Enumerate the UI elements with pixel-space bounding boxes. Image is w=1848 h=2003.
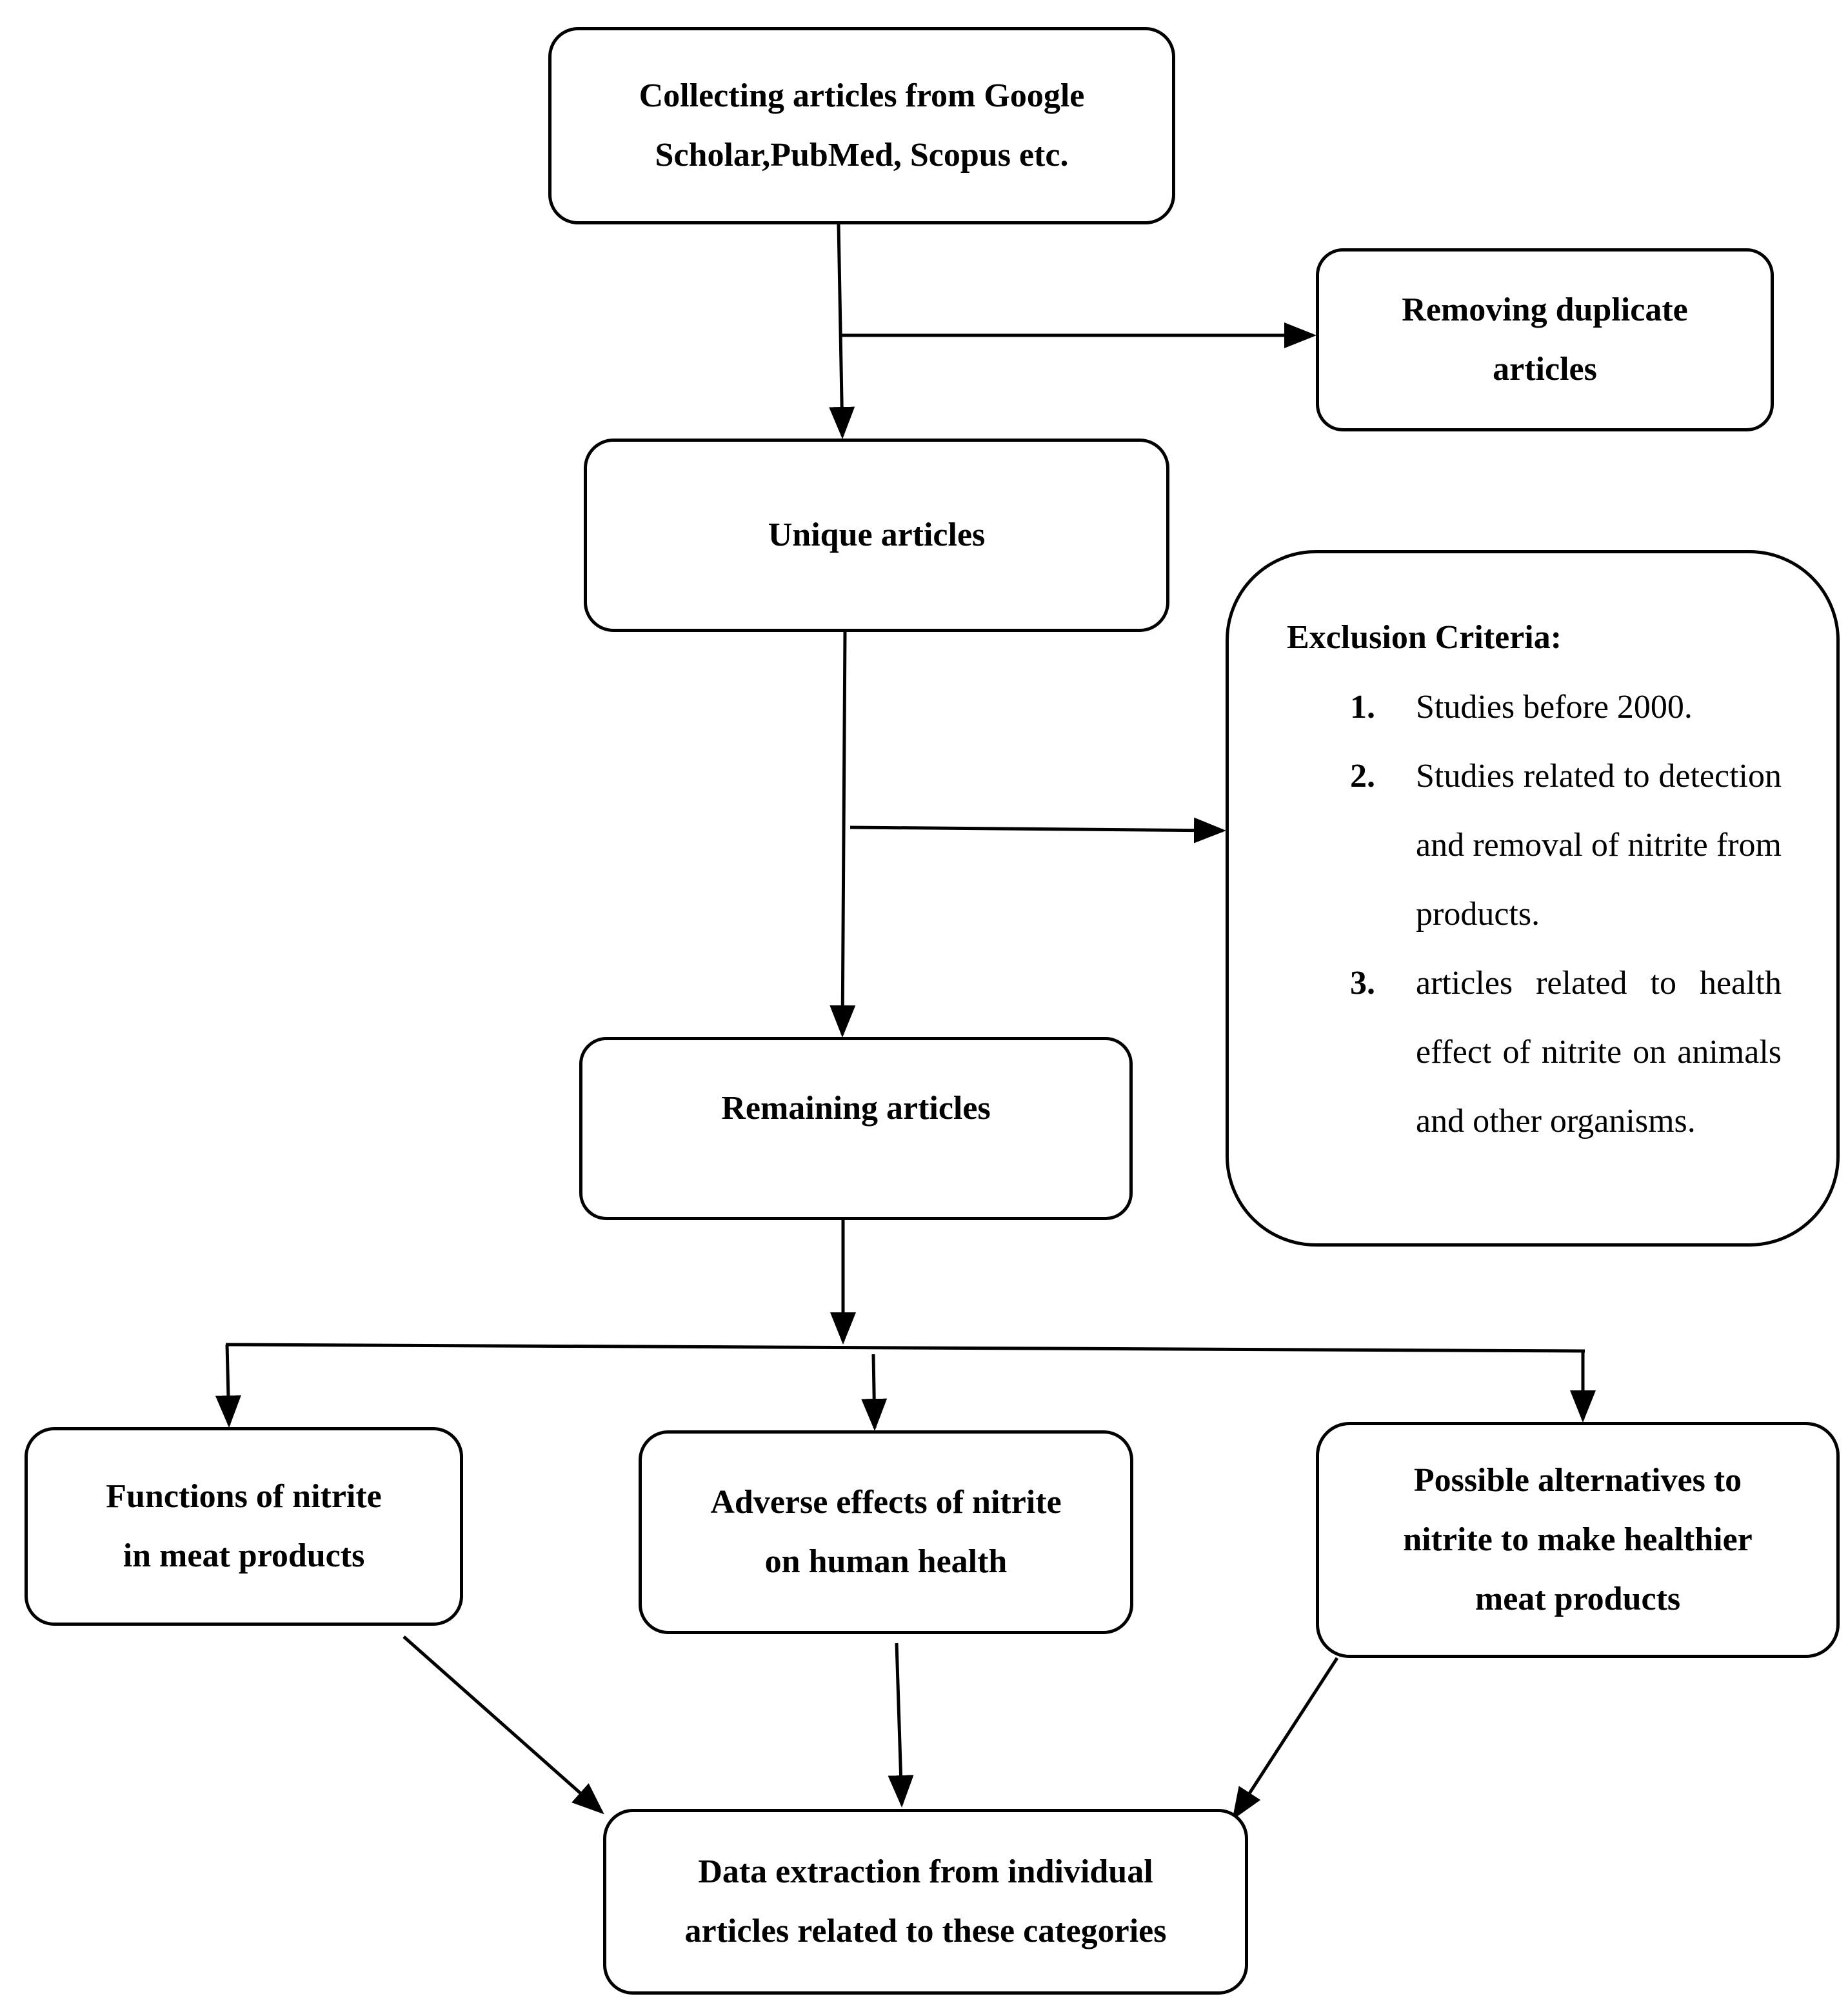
- remove-duplicates-box: Removing duplicate articles: [1316, 248, 1774, 431]
- adverse-effects-box: Adverse effects of nitrite on human heal…: [639, 1430, 1133, 1634]
- possible-alternatives-label: Possible alternatives to nitrite to make…: [1403, 1462, 1753, 1617]
- remove-duplicates-label: Removing duplicate articles: [1402, 291, 1688, 388]
- arrow-adverse-to-extraction: [888, 1643, 914, 1808]
- unique-articles-label: Unique articles: [768, 517, 986, 553]
- arrow-collect-to-unique: [829, 224, 855, 439]
- arrow-functions-to-extraction: [402, 1635, 604, 1815]
- exclusion-item-number: 1.: [1350, 689, 1375, 725]
- exclusion-item-text: Studies before 2000.: [1416, 689, 1693, 725]
- exclusion-item: 1. Studies before 2000.: [1287, 673, 1782, 742]
- arrow-branch-to-functions: [215, 1344, 241, 1428]
- collect-articles-box: Collecting articles from Google Scholar,…: [548, 27, 1175, 224]
- functions-of-nitrite-label: Functions of nitrite in meat products: [106, 1478, 382, 1574]
- adverse-effects-label: Adverse effects of nitrite on human heal…: [710, 1484, 1062, 1580]
- data-extraction-box: Data extraction from individual articles…: [603, 1809, 1248, 1995]
- exclusion-criteria-box: Exclusion Criteria: 1. Studies before 20…: [1226, 550, 1840, 1247]
- exclusion-item-text: Studies related to detection and removal…: [1416, 758, 1782, 932]
- data-extraction-label: Data extraction from individual articles…: [684, 1853, 1167, 1949]
- remaining-articles-box: Remaining articles: [579, 1037, 1133, 1220]
- exclusion-item: 2. Studies related to detection and remo…: [1287, 742, 1782, 949]
- arrow-unique-to-remaining: [830, 631, 856, 1038]
- possible-alternatives-box: Possible alternatives to nitrite to make…: [1316, 1422, 1840, 1658]
- collect-articles-label: Collecting articles from Google Scholar,…: [639, 77, 1085, 173]
- branch-line: [225, 1343, 1585, 1353]
- arrow-to-exclusion: [849, 817, 1226, 844]
- exclusion-criteria-title: Exclusion Criteria:: [1287, 619, 1562, 656]
- exclusion-item: 3. articles related to health effect of …: [1287, 949, 1782, 1156]
- arrow-branch-to-adverse: [861, 1354, 888, 1431]
- unique-articles-box: Unique articles: [584, 439, 1169, 632]
- arrow-alternatives-to-extraction: [1232, 1657, 1339, 1820]
- exclusion-item-number: 2.: [1350, 758, 1375, 794]
- functions-of-nitrite-box: Functions of nitrite in meat products: [25, 1427, 463, 1626]
- exclusion-item-number: 3.: [1350, 965, 1375, 1001]
- remaining-articles-label: Remaining articles: [721, 1090, 991, 1127]
- exclusion-item-text: articles related to health effect of nit…: [1416, 965, 1782, 1140]
